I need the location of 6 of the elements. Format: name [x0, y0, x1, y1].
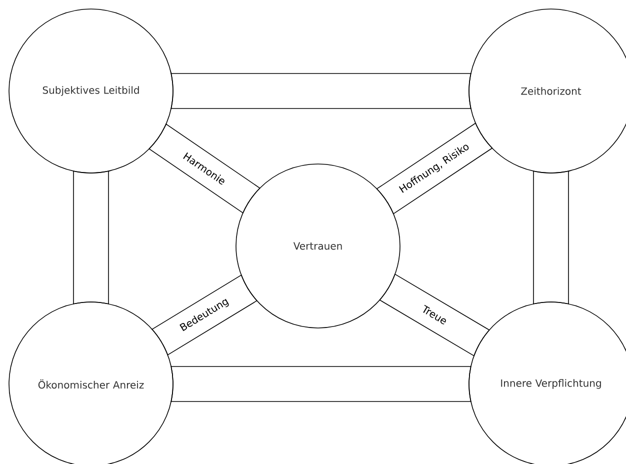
band-connector	[376, 122, 493, 214]
band-connector	[152, 274, 258, 356]
band-connector	[170, 366, 472, 402]
band-connector	[148, 124, 260, 214]
circle-node: Subjektives Leitbild	[8, 8, 174, 174]
band-connector	[379, 274, 490, 356]
